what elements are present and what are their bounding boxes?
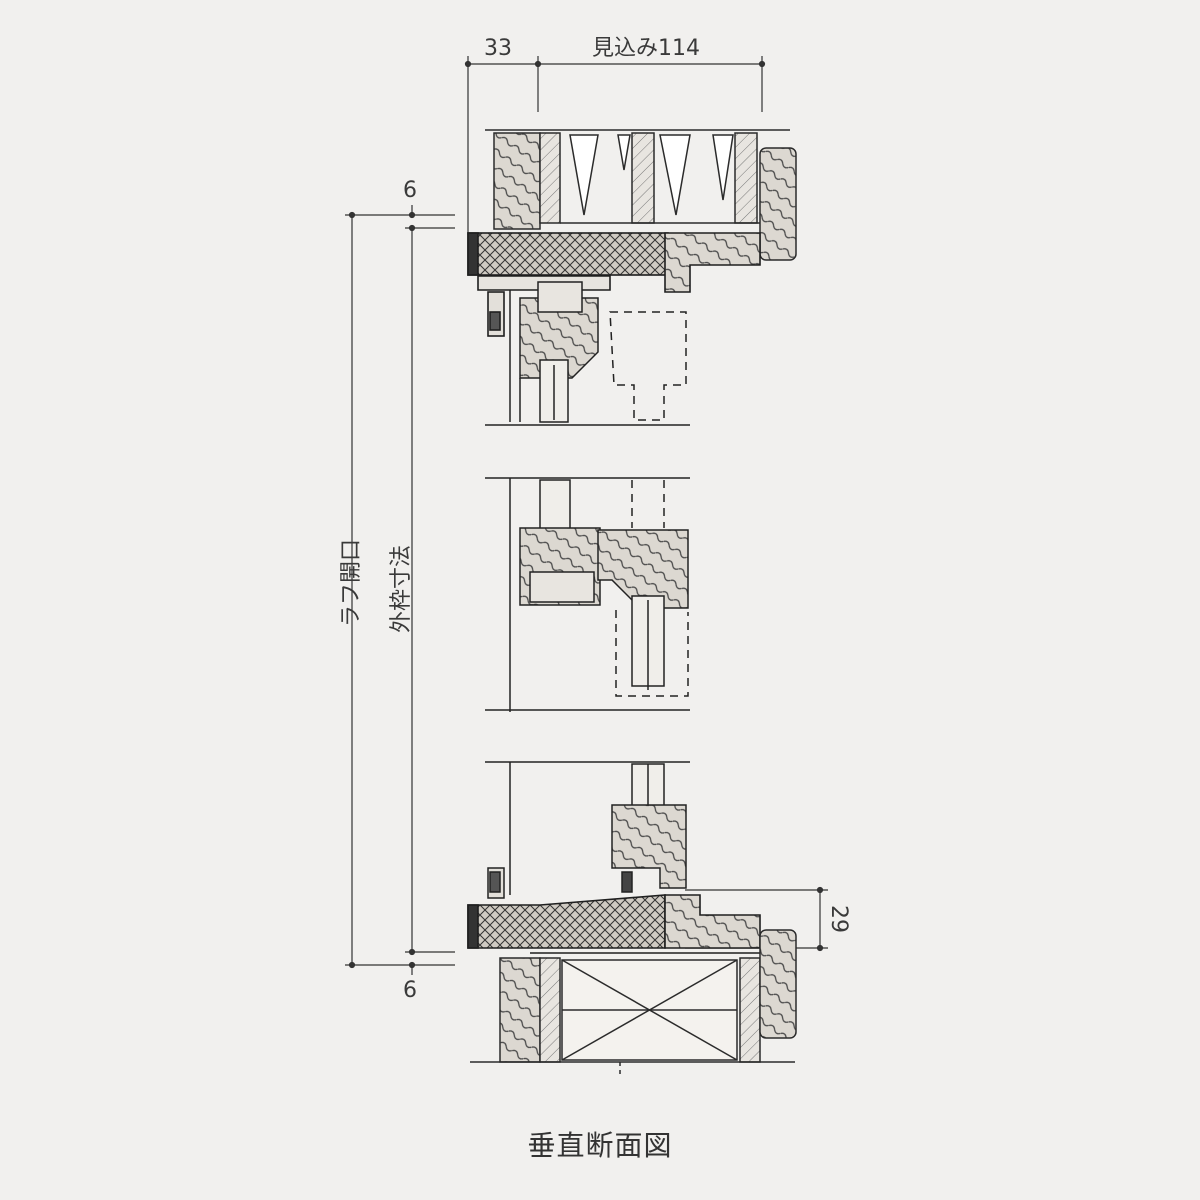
dim-rough-opening: ラフ開口	[339, 539, 364, 628]
bottom-wall-section	[470, 929, 797, 1075]
head-frame	[467, 232, 761, 337]
diagram-caption: 垂直断面図	[527, 1129, 673, 1162]
dim-33: 33	[484, 36, 512, 61]
dim-depth-114: 見込み114	[592, 36, 700, 61]
lower-sash	[485, 761, 690, 899]
sill-frame	[467, 894, 762, 954]
dim-bottom-6: 6	[403, 978, 417, 1003]
upper-sash	[509, 281, 687, 423]
dim-outer-frame: 外枠寸法	[389, 545, 414, 634]
meeting-rail	[485, 424, 690, 712]
top-wall-section	[485, 129, 797, 261]
dim-top-6: 6	[403, 178, 417, 203]
dim-sill-29: 29	[826, 905, 851, 933]
dimension-lines	[345, 56, 828, 975]
